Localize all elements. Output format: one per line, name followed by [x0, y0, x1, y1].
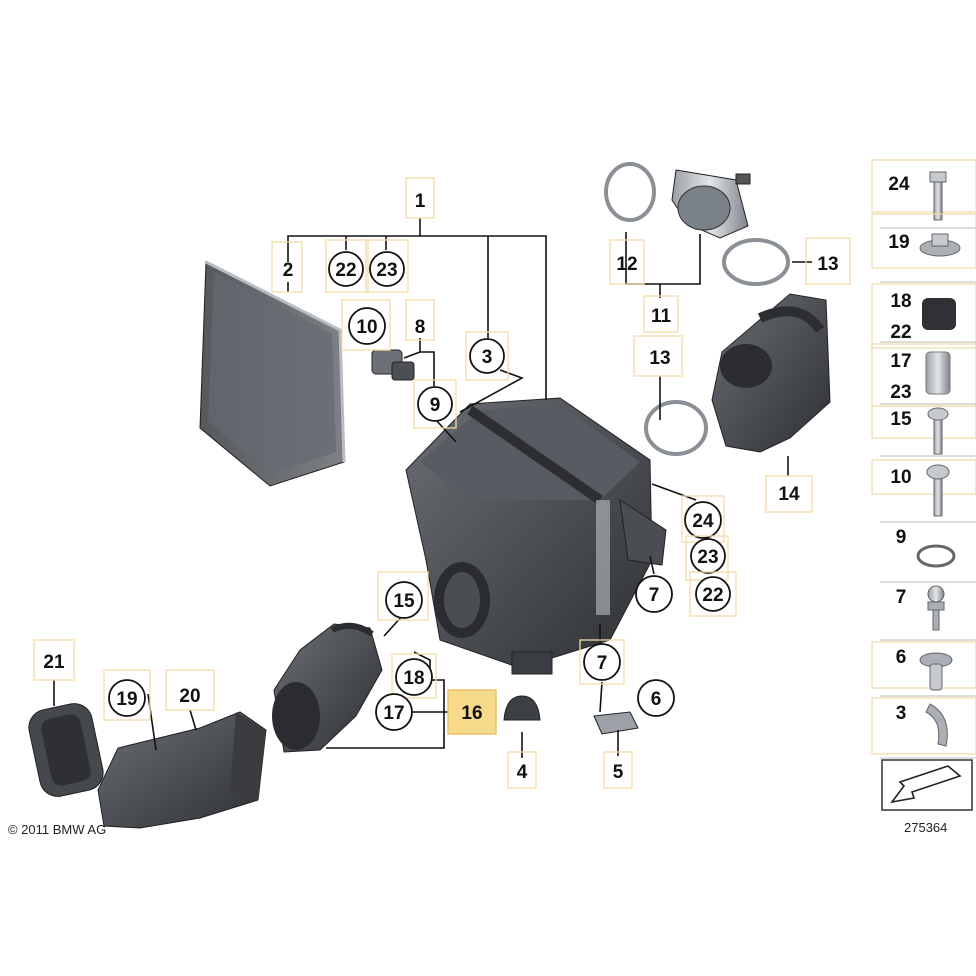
legend-23: 23 [890, 382, 911, 403]
legend-column: 24 19 18 22 17 23 15 10 9 [871, 159, 976, 811]
legend-22: 22 [890, 322, 911, 343]
legend-6: 6 [896, 647, 907, 668]
bracket [593, 711, 639, 735]
label-21: 21 [43, 652, 65, 673]
inlet-grille [28, 703, 104, 797]
label-22-right: 22 [702, 585, 723, 606]
hose-clamp-12 [604, 162, 656, 222]
label-17: 17 [383, 703, 404, 724]
o-ring-icon [916, 544, 956, 568]
label-16-highlighted: 16 [461, 703, 482, 724]
air-duct [97, 711, 267, 829]
label-4: 4 [517, 762, 528, 783]
label-3: 3 [482, 347, 493, 368]
label-23-right: 23 [697, 547, 718, 568]
copyright-text: © 2011 BMW AG [8, 822, 106, 837]
legend-3: 3 [896, 703, 907, 724]
diagram-number: 275364 [904, 820, 947, 835]
label-7-lower: 7 [597, 653, 608, 674]
legend-10: 10 [890, 467, 911, 488]
leader-lines [53, 218, 812, 758]
legend-9: 9 [896, 527, 907, 548]
label-18: 18 [403, 668, 424, 689]
label-6: 6 [651, 689, 662, 710]
sleeve-icon [925, 351, 951, 395]
maf-housing [671, 169, 751, 239]
label-14: 14 [778, 484, 800, 505]
label-20: 20 [179, 686, 200, 707]
label-19: 19 [116, 689, 137, 710]
air-filter-element [199, 260, 346, 487]
label-1: 1 [415, 191, 426, 212]
rubber-mount [503, 695, 541, 721]
rubber-grommet-icon [922, 298, 956, 330]
arrow-icon [890, 765, 962, 804]
legend-7: 7 [896, 587, 907, 608]
hose-clamp-13-top [722, 238, 790, 286]
label-13-right: 13 [817, 254, 838, 275]
legend-18: 18 [890, 291, 911, 312]
legend-17: 17 [890, 351, 911, 372]
temperature-sensor [371, 349, 415, 381]
legend-24: 24 [888, 174, 910, 195]
clip-icon [925, 703, 948, 747]
label-22-top: 22 [335, 260, 356, 281]
label-5: 5 [613, 762, 624, 783]
legend-19: 19 [888, 232, 909, 253]
label-24: 24 [692, 511, 714, 532]
legend-15: 15 [890, 409, 912, 430]
label-11: 11 [651, 306, 672, 327]
label-2: 2 [283, 260, 294, 281]
hose-clamp-13-mid [644, 400, 708, 456]
label-13-mid: 13 [649, 348, 670, 369]
ball-stud-icon [927, 585, 945, 603]
part-labels: 1 2 22 23 10 8 9 3 12 11 13 [33, 177, 851, 789]
label-15: 15 [393, 591, 415, 612]
label-7-upper: 7 [649, 585, 660, 606]
label-8: 8 [415, 317, 426, 338]
label-23-top: 23 [376, 260, 397, 281]
label-12: 12 [616, 254, 637, 275]
airbox-housing [405, 397, 667, 675]
label-9: 9 [430, 395, 441, 416]
intake-snorkel [711, 293, 831, 453]
intake-boot [272, 622, 383, 753]
label-10: 10 [356, 317, 377, 338]
